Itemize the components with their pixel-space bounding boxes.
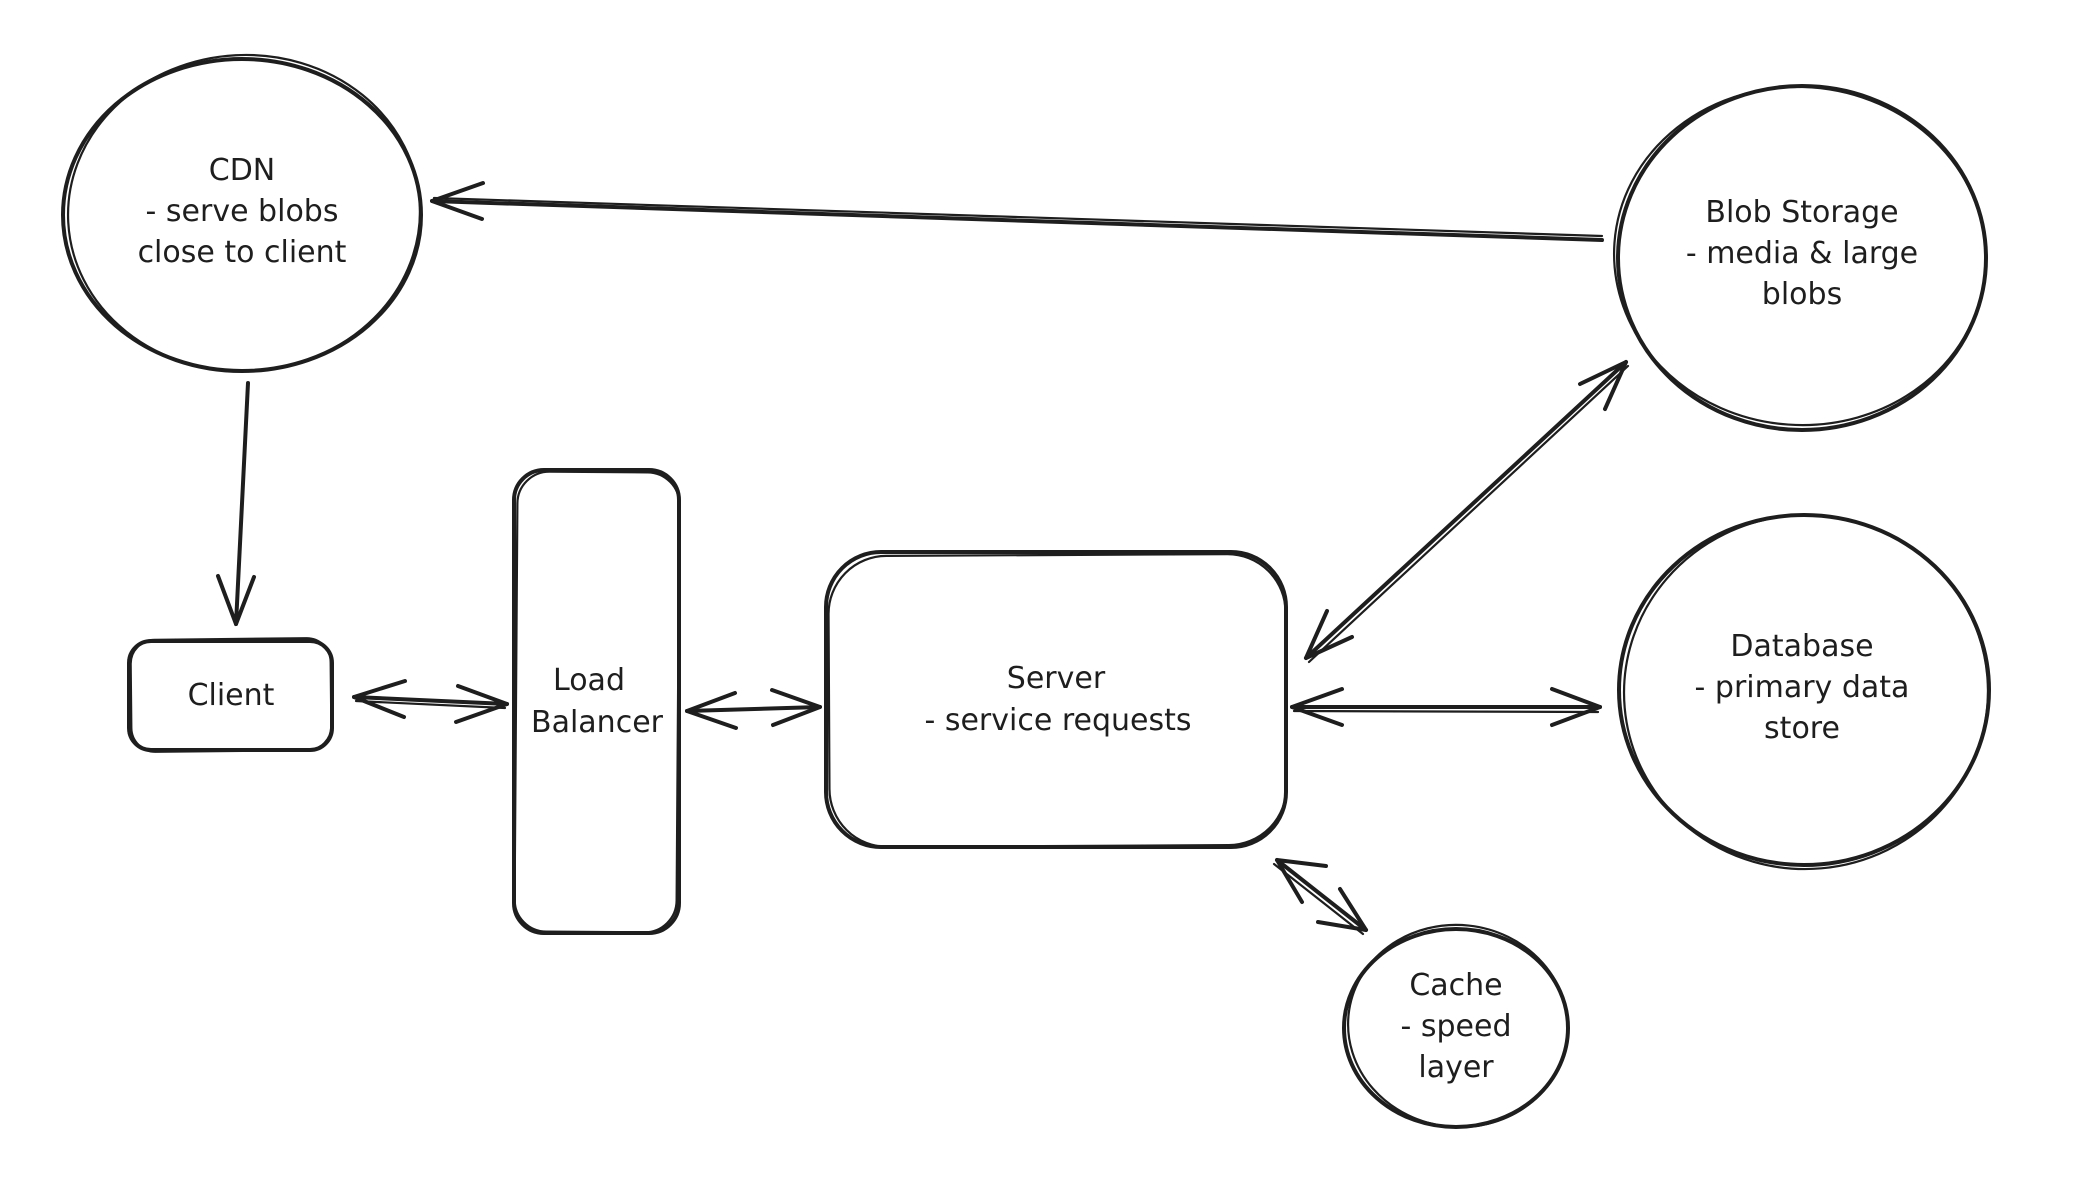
edge-server-cache (1272, 858, 1368, 936)
database-label-line-3: store (1764, 711, 1840, 746)
load-balancer-node[interactable]: Load Balancer (512, 468, 681, 935)
client-node[interactable]: Client (127, 637, 334, 753)
cache-node[interactable]: Cache - speed layer (1338, 914, 1578, 1138)
cdn-label-line-2: - serve blobs (146, 194, 339, 229)
edge-server-database (1290, 687, 1602, 727)
load-balancer-label-line-2: Balancer (531, 705, 664, 740)
edge-load-balancer-server (685, 688, 822, 730)
blob-storage-label-line-1: Blob Storage (1705, 195, 1898, 230)
blob-storage-label-line-2: - media & large (1686, 236, 1918, 271)
load-balancer-label-line-1: Load (553, 663, 625, 698)
edge-client-load-balancer (352, 679, 509, 724)
database-node[interactable]: Database - primary data store (1609, 500, 2002, 884)
cdn-label-line-1: CDN (209, 153, 276, 188)
edge-cdn-to-client (216, 381, 256, 626)
cdn-node[interactable]: CDN - serve blobs close to client (60, 46, 428, 380)
edge-blob-storage-to-cdn (430, 181, 1604, 242)
cache-label-line-3: layer (1418, 1050, 1494, 1085)
server-label-line-1: Server (1007, 661, 1106, 696)
blob-storage-label-line-3: blobs (1762, 277, 1842, 312)
server-node[interactable]: Server - service requests (824, 550, 1288, 849)
cache-label-line-2: - speed (1401, 1009, 1512, 1044)
cdn-label-line-3: close to client (138, 235, 347, 270)
server-label-line-2: - service requests (924, 703, 1191, 738)
cache-label-line-1: Cache (1409, 968, 1502, 1003)
blob-storage-node[interactable]: Blob Storage - media & large blobs (1603, 74, 1998, 437)
database-label-line-1: Database (1730, 629, 1873, 664)
client-label: Client (188, 678, 275, 713)
edge-server-blob-storage (1304, 360, 1630, 664)
database-label-line-2: - primary data (1695, 670, 1910, 705)
